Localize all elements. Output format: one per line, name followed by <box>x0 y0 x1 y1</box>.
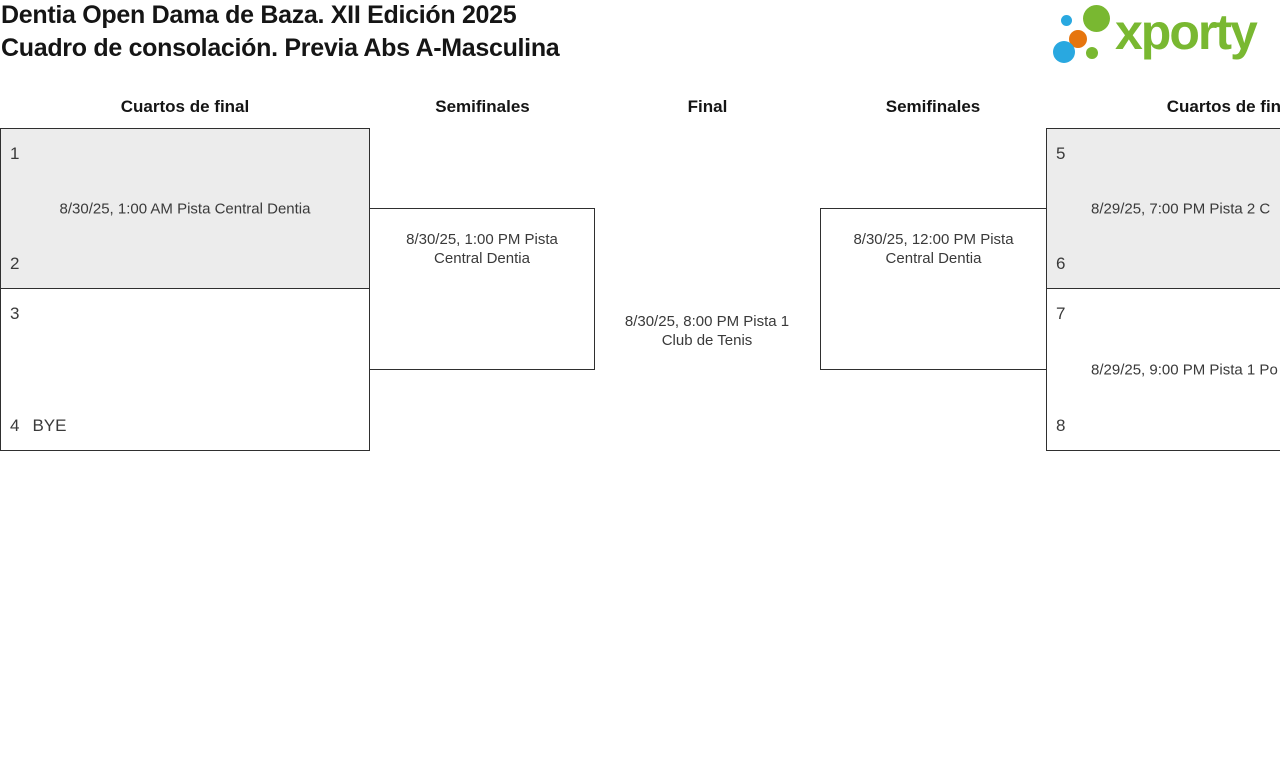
match-box-quarterfinal-3[interactable]: 5 8/29/25, 7:00 PM Pista 2 C 6 <box>1046 128 1280 289</box>
match-box-final[interactable]: 8/30/25, 8:00 PM Pista 1 Club de Tenis <box>617 312 797 350</box>
xporty-wordmark: xporty <box>1115 4 1258 60</box>
seed-number-6: 6 <box>1056 254 1066 273</box>
logo-dot-blue-small-icon <box>1061 15 1072 26</box>
seed-number-8: 8 <box>1056 416 1066 435</box>
player-slot-2: 2 <box>10 253 32 274</box>
logo-dot-orange-icon <box>1069 30 1087 48</box>
player-slot-1: 1 <box>10 143 32 164</box>
match-box-semifinal-right[interactable]: 8/30/25, 12:00 PM Pista Central Dentia <box>820 208 1047 370</box>
seed-number-2: 2 <box>10 254 20 273</box>
seed-number-7: 7 <box>1056 304 1066 323</box>
column-header-left-semifinals: Semifinales <box>435 97 530 116</box>
match-info-quarterfinal-4: 8/29/25, 9:00 PM Pista 1 Po <box>1091 361 1278 378</box>
player-slot-3: 3 <box>10 303 32 324</box>
logo-dot-blue-big-icon <box>1053 41 1075 63</box>
seed-number-5: 5 <box>1056 144 1066 163</box>
seed-number-1: 1 <box>10 144 20 163</box>
player-slot-4: 4 BYE <box>10 415 67 436</box>
page-header: Dentia Open Dama de Baza. XII Edición 20… <box>1 0 560 65</box>
seed-number-4: 4 <box>10 416 20 435</box>
seed-number-3: 3 <box>10 304 20 323</box>
player-name-4-bye: BYE <box>32 416 67 435</box>
column-header-left-quarterfinals: Cuartos de final <box>120 97 250 116</box>
match-box-semifinal-left[interactable]: 8/30/25, 1:00 PM Pista Central Dentia <box>369 208 595 370</box>
player-slot-8: 8 <box>1056 415 1078 436</box>
match-info-semifinal-right: 8/30/25, 12:00 PM Pista Central Dentia <box>853 231 1014 267</box>
player-slot-7: 7 <box>1056 303 1078 324</box>
page-title: Dentia Open Dama de Baza. XII Edición 20… <box>1 1 517 29</box>
player-slot-6: 6 <box>1056 253 1078 274</box>
match-info-quarterfinal-1: 8/30/25, 1:00 AM Pista Central Dentia <box>59 200 311 217</box>
logo-dot-green-big-icon <box>1083 5 1110 32</box>
column-header-right-quarterfinals: Cuartos de final <box>1166 97 1280 116</box>
match-info-final: 8/30/25, 8:00 PM Pista 1 Club de Tenis <box>624 313 790 349</box>
logo-dot-green-small-icon <box>1086 47 1098 59</box>
column-header-right-semifinals: Semifinales <box>885 97 981 116</box>
column-header-final: Final <box>687 97 728 116</box>
page-subtitle: Cuadro de consolación. Previa Abs A-Masc… <box>1 34 560 62</box>
xporty-logo[interactable]: xporty <box>1045 0 1280 72</box>
match-box-quarterfinal-2[interactable]: 3 4 BYE <box>0 288 370 451</box>
match-box-quarterfinal-1[interactable]: 1 8/30/25, 1:00 AM Pista Central Dentia … <box>0 128 370 289</box>
match-info-semifinal-left: 8/30/25, 1:00 PM Pista Central Dentia <box>406 231 558 267</box>
match-info-quarterfinal-3: 8/29/25, 7:00 PM Pista 2 C <box>1091 200 1271 217</box>
match-box-quarterfinal-4[interactable]: 7 8/29/25, 9:00 PM Pista 1 Po 8 <box>1046 288 1280 451</box>
player-slot-5: 5 <box>1056 143 1078 164</box>
